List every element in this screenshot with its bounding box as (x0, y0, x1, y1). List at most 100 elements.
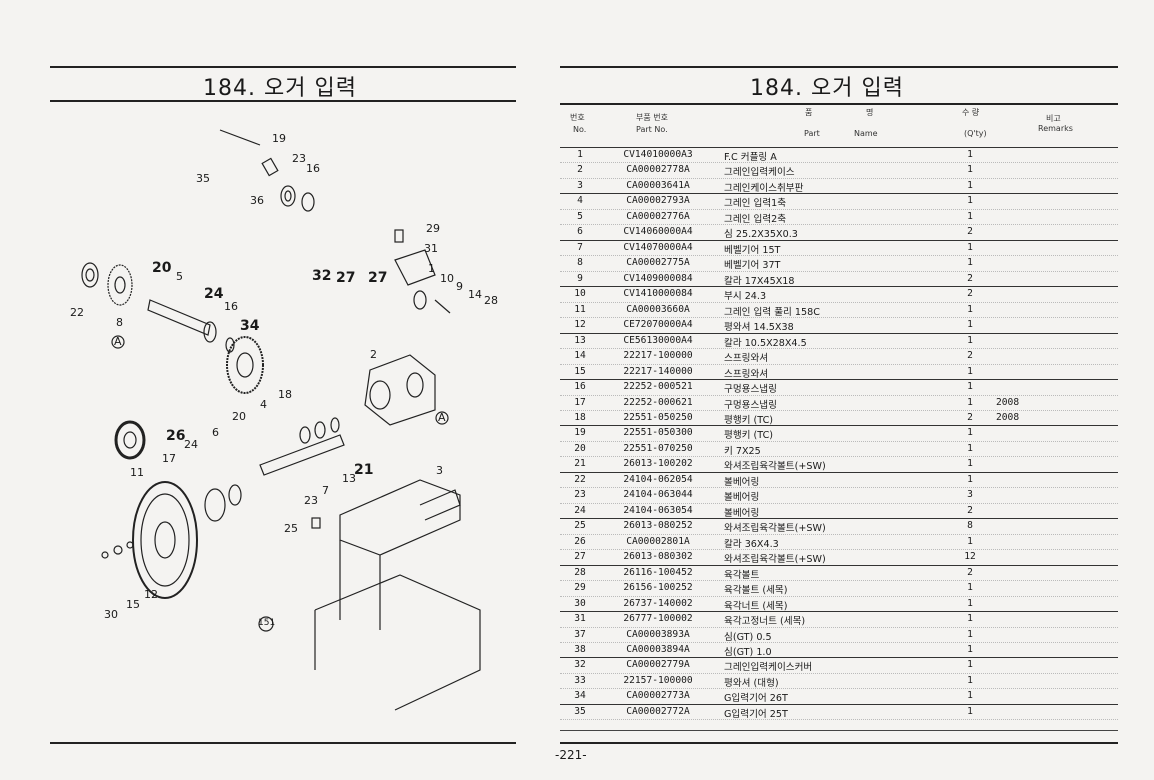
row-no: 16 (574, 381, 586, 393)
row-part-name: 구멍용스냅링 (724, 399, 777, 411)
row-part-name: 볼베어링 (724, 492, 760, 504)
row-part-name: 베벨기어 15T (724, 244, 781, 256)
header-remarks-en: Remarks (1038, 124, 1073, 133)
row-quantity: 1 (967, 644, 973, 655)
row-part-name: 그레인케이스취부판 (724, 182, 804, 194)
row-quantity: 1 (967, 195, 973, 207)
callout-20b: 20 (232, 410, 246, 423)
bottom-rule-left (50, 742, 516, 744)
header-remarks-kr: 비고 (1046, 114, 1061, 123)
callout-1: 1 (428, 262, 435, 275)
row-part-name: 심(GT) 0.5 (724, 631, 772, 643)
row-part-name: 와셔조립육각볼트(+SW) (724, 461, 826, 473)
row-no: 9 (577, 272, 583, 284)
callout-17: 17 (162, 452, 176, 465)
callout-7: 7 (322, 484, 329, 497)
callout-10: 10 (440, 272, 454, 285)
row-quantity: 1 (967, 597, 973, 609)
callout-25: 25 (284, 522, 298, 535)
row-part-name: 육각볼트 (724, 569, 760, 581)
row-part-number: CV1410000084 (623, 288, 693, 300)
header-name-en-1: Part (804, 129, 820, 138)
row-no: 35 (574, 705, 586, 717)
row-quantity: 8 (967, 520, 973, 532)
parts-table: 번호 No. 부품 번호 Part No. 품 명 Part Name 수 량 … (560, 103, 1118, 721)
header-no-kr: 번호 (570, 113, 585, 122)
row-quantity: 1 (967, 659, 973, 671)
row-part-number: CA00002793A (626, 195, 690, 207)
row-no: 26 (574, 535, 586, 547)
top-rule (50, 66, 516, 68)
parts-table-header: 번호 No. 부품 번호 Part No. 품 명 Part Name 수 량 … (560, 103, 1118, 148)
row-part-number: 24104-063044 (623, 489, 693, 501)
callout-151: 151 (258, 618, 276, 628)
diagram-drawing (81, 129, 481, 711)
callout-24: 24 (204, 286, 224, 302)
exploded-parts-diagram: 19 23 16 35 36 29 31 20 5 24 16 34 32 27… (50, 110, 520, 730)
row-part-name: 평행키 (TC) (724, 414, 774, 426)
row-part-number: 22217-100000 (623, 350, 693, 362)
header-qty-en: (Q'ty) (964, 129, 987, 138)
row-no: 37 (574, 628, 586, 640)
callout-15: 15 (126, 598, 140, 611)
row-no: 8 (577, 257, 583, 269)
callout-12: 12 (144, 588, 158, 601)
row-part-number: 22157-100000 (623, 674, 693, 686)
row-part-number: 22217-140000 (623, 365, 693, 377)
row-part-number: 22551-050250 (623, 411, 693, 423)
callout-14: 14 (468, 288, 482, 301)
row-part-name: F.C 커플링 A (724, 152, 777, 163)
header-name-en-2: Name (854, 129, 878, 138)
row-no: 11 (574, 303, 586, 315)
row-quantity: 2 (967, 504, 973, 516)
row-quantity: 2 (967, 350, 973, 362)
row-quantity: 1 (967, 164, 973, 176)
callout-2: 2 (370, 348, 377, 361)
callout-6: 6 (212, 426, 219, 439)
table-top-rule (560, 103, 1118, 105)
row-part-name: 스프링와셔 (724, 353, 769, 365)
row-part-number: 22252-000521 (623, 381, 693, 393)
row-quantity: 1 (967, 427, 973, 439)
row-part-name: 그레인 입력2축 (724, 213, 787, 225)
header-qty-kr: 수 량 (962, 108, 980, 117)
callout-27b: 27 (368, 270, 388, 286)
row-part-number: 26777-100002 (623, 613, 693, 625)
row-part-number: CA00002775A (626, 257, 690, 269)
row-part-name: 평와셔 14.5X38 (724, 322, 794, 334)
row-part-name: 칼라 17X45X18 (724, 275, 795, 287)
row-quantity: 2 (967, 566, 973, 578)
callout-19: 19 (272, 132, 286, 145)
row-part-number: CA00002778A (626, 164, 690, 176)
row-part-number: CA00002772A (626, 705, 690, 717)
row-no: 17 (574, 396, 586, 408)
row-no: 33 (574, 674, 586, 686)
callout-20: 20 (152, 260, 172, 276)
callout-23: 23 (292, 152, 306, 165)
row-part-number: 22551-050300 (623, 427, 693, 439)
row-quantity: 1 (967, 210, 973, 222)
row-no: 38 (574, 644, 586, 655)
row-quantity: 1 (967, 690, 973, 702)
row-part-name: 볼베어링 (724, 507, 760, 519)
row-part-number: CA00002779A (626, 659, 690, 671)
callout-11: 11 (130, 466, 144, 479)
row-part-name: 키 7X25 (724, 445, 761, 457)
callout-23b: 23 (304, 494, 318, 507)
header-name-kr-1: 품 (805, 108, 813, 117)
row-no: 27 (574, 551, 586, 563)
row-part-name: 구멍용스냅링 (724, 384, 777, 396)
row-no: 20 (574, 442, 586, 454)
row-quantity: 1 (967, 458, 973, 470)
right-page: 184. 오거 입력 번호 No. 부품 번호 Part No. 품 명 Par… (550, 0, 1154, 780)
row-quantity: 1 (967, 442, 973, 454)
row-remarks: 2008 (996, 411, 1020, 423)
